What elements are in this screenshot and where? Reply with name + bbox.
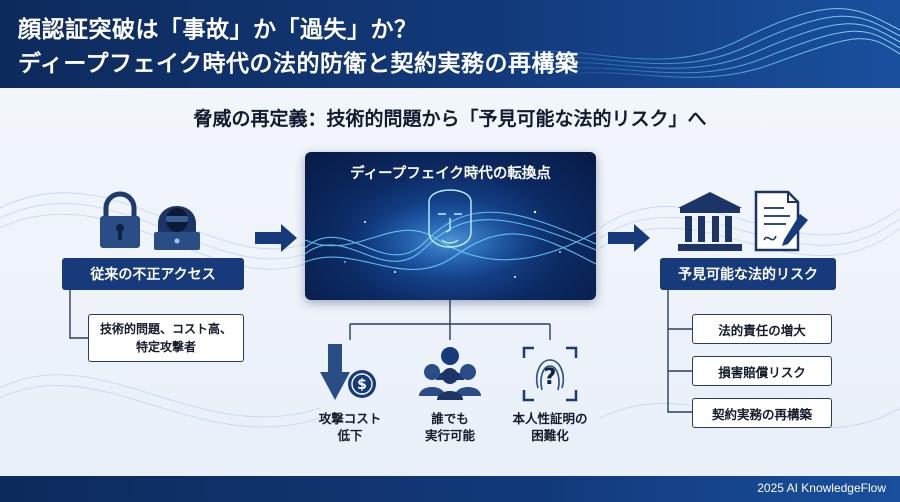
page-title-line2: ディープフェイク時代の法的防衛と契約実務の再構築 bbox=[18, 51, 579, 77]
risk-item-damages: 損害賠償リスク bbox=[692, 356, 832, 386]
legal-risk-icons bbox=[678, 190, 808, 252]
detail-line: 技術的問題、コスト高、 bbox=[99, 322, 232, 336]
people-group-icon bbox=[419, 347, 481, 400]
svg-text:?: ? bbox=[544, 365, 557, 390]
hacker-icon bbox=[154, 206, 200, 250]
legacy-threat-icons bbox=[100, 191, 200, 250]
turning-point-title: ディープフェイク時代の転換点 bbox=[350, 166, 551, 182]
factor-label-identity: 本人性証明の 困難化 bbox=[512, 411, 588, 443]
detail-line: 特定攻撃者 bbox=[135, 340, 196, 354]
footer-credit: 2025 AI KnowledgeFlow bbox=[757, 481, 886, 495]
factor-label-cost: 攻撃コスト 低下 bbox=[318, 411, 382, 443]
contract-icon bbox=[754, 190, 808, 252]
factor-label-anyone: 誰でも 実行可能 bbox=[424, 411, 475, 443]
padlock-icon bbox=[100, 191, 140, 248]
turning-point-panel: ディープフェイク時代の転換点 bbox=[305, 152, 596, 300]
header-banner: 顔認証突破は「事故」か「過失」か？ ディープフェイク時代の法的防衛と契約実務の再… bbox=[0, 0, 900, 88]
risk-item-contracts: 契約実務の再構築 bbox=[692, 398, 832, 428]
footer-bar: 2025 AI KnowledgeFlow bbox=[0, 476, 900, 502]
digital-face-icon bbox=[305, 189, 596, 280]
cost-down-icon: $ bbox=[320, 344, 376, 400]
section-subtitle: 脅威の再定義：技術的問題から「予見可能な法的リスク」へ bbox=[193, 108, 707, 130]
header-wave-decoration bbox=[449, 8, 900, 87]
legacy-access-label: 従来の不正アクセス bbox=[62, 258, 244, 290]
risk-item-liability: 法的責任の増大 bbox=[692, 314, 832, 344]
svg-text:$: $ bbox=[357, 377, 367, 393]
courthouse-icon bbox=[678, 192, 742, 251]
page-title-line1: 顔認証突破は「事故」か「過失」か？ bbox=[18, 17, 418, 43]
fingerprint-question-icon: ? bbox=[522, 346, 578, 402]
foreseeable-risk-label: 予見可能な法的リスク bbox=[660, 258, 836, 290]
legacy-access-detail: 技術的問題、コスト高、 特定攻撃者 bbox=[88, 314, 244, 362]
